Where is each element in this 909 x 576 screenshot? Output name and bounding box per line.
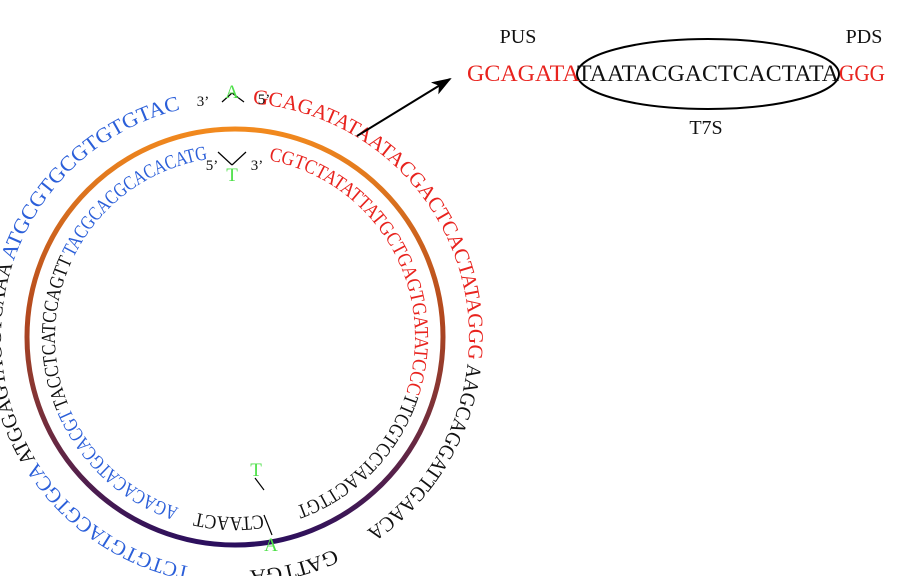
pus-label: PUS	[500, 26, 537, 48]
top-inner-right-end: 3’	[251, 158, 264, 174]
promoter-detail: PUS PDS T7S GCAGATATAATACGACTCACTATAGGG	[467, 26, 885, 139]
bottom-outer-base: A	[264, 535, 278, 556]
top-outer-right-end: 5’	[258, 92, 271, 108]
detail-sequence: GCAGATATAATACGACTCACTATAGGG	[467, 61, 885, 86]
top-outer-base: A	[225, 82, 239, 103]
plasmid-ring	[24, 126, 446, 548]
top-inner-base: T	[226, 165, 238, 186]
seq-t7s: TAATACGACTCACTATA	[577, 61, 839, 86]
inner-left-black-segment: TACCTCATCCAGTT	[38, 253, 77, 412]
seq-pds: GGG	[839, 61, 885, 86]
top-inner-left-end: 5’	[206, 158, 219, 174]
seq-pus: GCAGATA	[467, 61, 580, 86]
pds-label: PDS	[846, 26, 883, 48]
top-junction: A T 3’ 5’ 5’ 3’	[197, 82, 271, 186]
outer-bottom-black-segment: GATTGA	[248, 544, 342, 576]
t7s-label: T7S	[689, 117, 722, 139]
top-outer-left-end: 3’	[197, 94, 210, 110]
bottom-junction: T A	[250, 460, 278, 556]
inner-strand: CGTCTATATTATGCTGAGTGATATCCCTTCGTCCTAACTT…	[38, 142, 432, 534]
detail-arrow	[356, 77, 452, 137]
bottom-inner-base: T	[250, 460, 262, 481]
t7s-ellipse	[576, 38, 840, 110]
inner-bottom-black-segment: CTAACT	[192, 508, 265, 534]
